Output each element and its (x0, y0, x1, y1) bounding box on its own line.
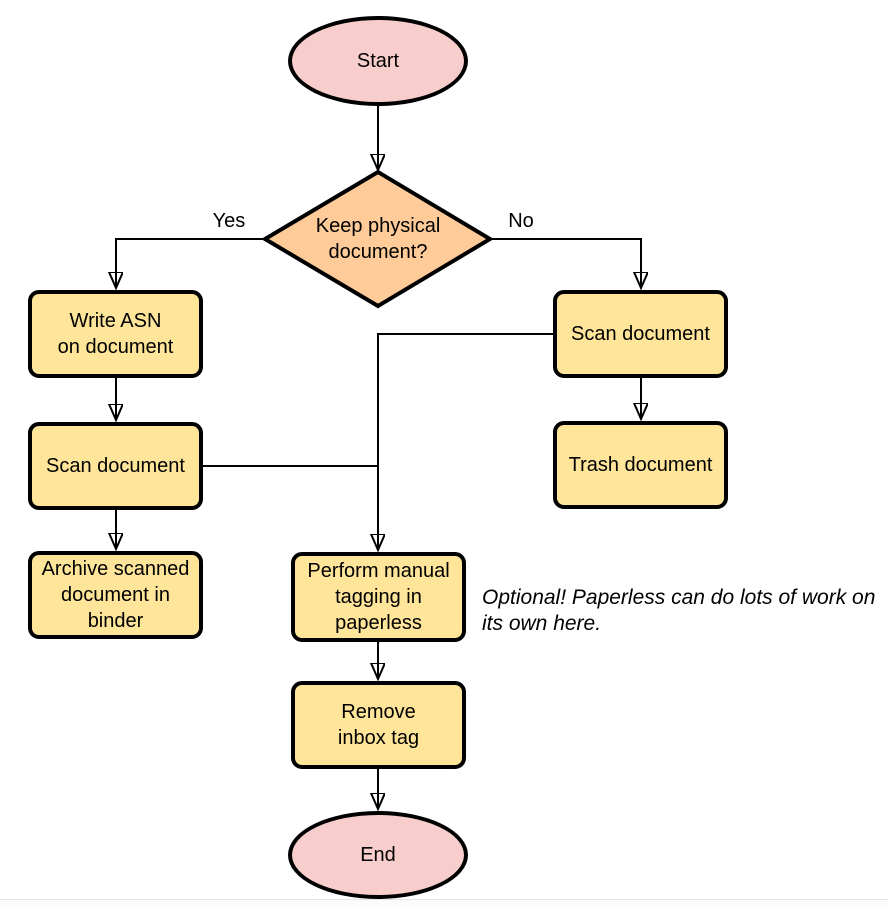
edge-label-yes: Yes (210, 210, 248, 232)
edge-decision-no-to-scan-right (490, 238, 641, 288)
edge-scan-right-to-tagging (378, 333, 553, 550)
remove-inbox-tag-node: Remove inbox tag (291, 681, 466, 769)
trash-document-node: Trash document (553, 421, 728, 509)
archive-node-label: Archive scanned document in binder (41, 558, 190, 632)
scan-document-right-node: Scan document (553, 290, 728, 378)
decision-diamond-shape (261, 169, 494, 309)
decision-node-label: Keep physical document? (315, 215, 441, 263)
manual-tagging-node: Perform manual tagging in paperless (291, 552, 466, 642)
scan-document-left-label: Scan document (46, 455, 185, 477)
archive-node: Archive scanned document in binder (28, 551, 203, 639)
start-node: Start (288, 16, 468, 106)
end-node: End (288, 811, 468, 899)
write-asn-node: Write ASN on document (28, 290, 203, 378)
manual-tagging-node-label: Perform manual tagging in paperless (307, 560, 450, 634)
remove-inbox-tag-node-label: Remove inbox tag (337, 701, 420, 749)
trash-document-node-label: Trash document (568, 454, 713, 476)
page-bottom-edge (0, 899, 888, 907)
start-node-label: Start (356, 50, 400, 72)
optional-annotation: Optional! Paperless can do lots of work … (482, 586, 876, 635)
edge-decision-yes-to-write-asn (116, 238, 265, 288)
end-node-label: End (360, 844, 396, 866)
scan-document-right-label: Scan document (571, 323, 710, 345)
edge-label-no: No (506, 210, 536, 232)
scan-document-left-node: Scan document (28, 422, 203, 510)
write-asn-node-label: Write ASN on document (57, 310, 174, 358)
